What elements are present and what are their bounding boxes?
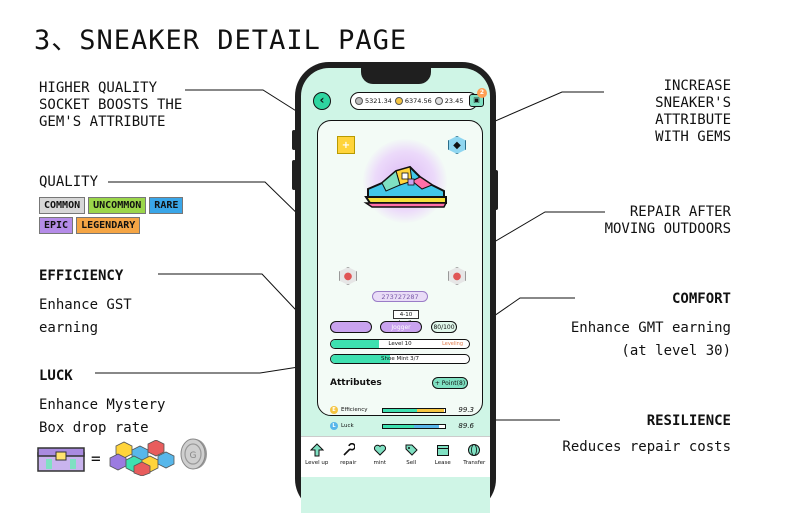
attribute-bar [382, 424, 446, 429]
socket-add-icon[interactable]: + [337, 136, 355, 154]
app-screen: ‹ 5321.34 6374.56 23.45 ▣ 2 + ◆ ● ● [301, 68, 490, 513]
annotation-comfort-title: COMFORT [671, 291, 731, 307]
quality-tag: UNCOMMON [88, 197, 147, 214]
attribute-name: Luck [341, 423, 354, 429]
annotation-socket: HIGHER QUALITY SOCKET BOOSTS THE GEM'S A… [39, 80, 183, 130]
gem-socket-icon[interactable]: ◆ [448, 136, 466, 154]
tab-lease[interactable]: Lease [430, 443, 456, 477]
tab-label: repair [340, 460, 357, 466]
durability-pill[interactable]: 80/100 [431, 321, 457, 333]
quality-tag: LEGENDARY [76, 217, 141, 234]
level-label: Level 10 [388, 341, 412, 347]
mint-label: Shoe Mint 3/7 [381, 356, 419, 362]
tab-level-up[interactable]: Level up [304, 443, 330, 477]
phone-button [292, 160, 296, 190]
quality-tag: COMMON [39, 197, 86, 214]
svg-text:G: G [190, 451, 197, 461]
annotation-resilience-title: RESILIENCE [646, 413, 731, 429]
tab-label: Level up [305, 460, 329, 466]
attribute-icon: L [330, 422, 338, 430]
balance-gmt: 23.45 [434, 97, 464, 105]
balance-sol: 5321.34 [355, 97, 392, 105]
tab-sell[interactable]: Sell [398, 443, 424, 477]
annotation-resilience-desc: Reduces repair costs [562, 439, 731, 455]
mystery-box-icon [37, 447, 85, 472]
tab-repair[interactable]: repair [335, 443, 361, 477]
heart-icon [373, 444, 386, 456]
phone-notch [361, 68, 431, 84]
tab-label: Transfer [463, 460, 486, 466]
tab-label: Sell [406, 460, 417, 466]
annotation-efficiency-title: EFFICIENCY [39, 268, 124, 284]
wallet-balance-bar[interactable]: 5321.34 6374.56 23.45 [350, 92, 478, 110]
gmt-coin-icon: G [180, 438, 207, 470]
locked-socket-icon[interactable]: ● [448, 267, 466, 285]
calendar-icon [436, 445, 449, 456]
sneaker-id: 273727287 [372, 291, 428, 302]
attribute-bar-bonus [416, 409, 445, 412]
attribute-icon: E [330, 406, 338, 414]
gst-coin-icon [394, 97, 403, 105]
level-bar: Level 10 Leveling [330, 339, 470, 349]
annotation-luck-title: LUCK [39, 368, 73, 384]
attribute-name: Efficiency [341, 407, 368, 413]
gems-pile-icon [109, 440, 175, 476]
leveling-status: Leveling [442, 341, 463, 347]
wrench-icon [343, 443, 356, 456]
phone-button [292, 130, 296, 150]
sneaker-card: + ◆ ● ● 273727287 4-10 km/h Jogger 80/10… [317, 120, 483, 462]
tab-transfer[interactable]: Transfer [461, 443, 487, 477]
balance-value: 6374.56 [404, 97, 432, 105]
phone-frame: ‹ 5321.34 6374.56 23.45 ▣ 2 + ◆ ● ● [295, 62, 496, 513]
annotation-comfort-desc: Enhance GMT earning (at level 30) [570, 320, 731, 359]
globe-icon [468, 444, 481, 456]
bottom-tab-bar: Level up repair mint Sell Lease Transfer [301, 436, 490, 477]
tab-mint[interactable]: mint [367, 443, 393, 477]
balance-value: 23.45 [444, 97, 464, 105]
quality-tag-list: COMMON UNCOMMON RARE EPIC LEGENDARY [39, 197, 209, 234]
gmt-coin-icon [434, 97, 443, 105]
attributes-title: Attributes [330, 378, 382, 388]
notification-badge: 2 [477, 88, 487, 98]
sneaker-type-pill: Jogger [380, 321, 422, 333]
mint-bar: Shoe Mint 3/7 [330, 354, 470, 364]
sneaker-image [363, 165, 448, 208]
attribute-bar-fill [383, 409, 417, 412]
page-title: 3、SNEAKER DETAIL PAGE [34, 25, 408, 56]
locked-socket-icon[interactable]: ● [339, 267, 357, 285]
level-up-icon [309, 443, 324, 457]
balance-gst: 6374.56 [394, 97, 432, 105]
annotation-quality: QUALITY [39, 174, 99, 190]
balance-value: 5321.34 [365, 97, 392, 105]
attribute-bar [382, 408, 446, 413]
phone-button [494, 170, 498, 210]
attribute-bar-bonus [413, 425, 439, 428]
annotation-repair: REPAIR AFTER MOVING OUTDOORS [604, 204, 731, 237]
attribute-value: 89.6 [458, 422, 474, 430]
quality-tag: RARE [149, 197, 184, 214]
price-tag-icon [405, 444, 418, 456]
level-bar-fill [331, 340, 380, 348]
quality-tag: EPIC [39, 217, 74, 234]
add-point-button[interactable]: + Point(8) [432, 377, 468, 389]
tab-label: Lease [434, 460, 451, 466]
back-button[interactable]: ‹ [313, 92, 331, 110]
equals-sign: = [91, 449, 101, 468]
attribute-bar-fill [383, 425, 414, 428]
annotation-efficiency-desc: Enhance GST earning [39, 297, 132, 336]
speed-range: 4-10 km/h [393, 310, 419, 326]
attribute-value: 99.3 [458, 406, 474, 414]
mint-bar-fill [331, 355, 391, 363]
annotation-luck-desc: Enhance Mystery Box drop rate [39, 397, 166, 436]
tab-label: mint [373, 460, 387, 466]
annotation-gems: INCREASE SNEAKER'S ATTRIBUTE WITH GEMS [655, 78, 731, 145]
quality-pill [330, 321, 372, 333]
sol-coin-icon [355, 97, 363, 105]
